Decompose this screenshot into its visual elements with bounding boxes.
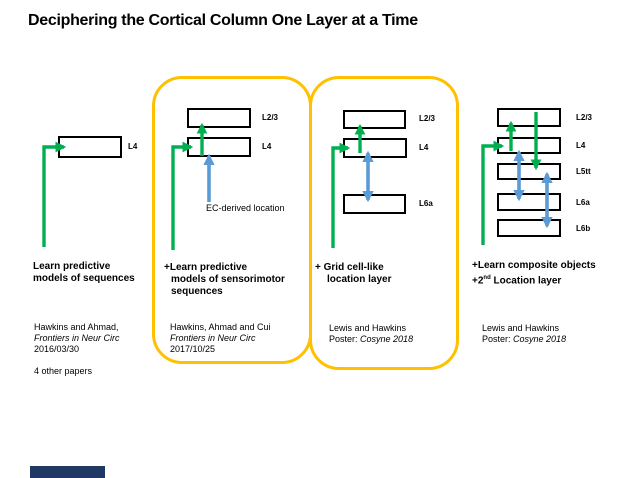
panel3-layer-box-l23 <box>343 110 406 129</box>
panel2-layer-box-l23 <box>187 108 251 128</box>
panel4-layer-box-l23 <box>497 108 561 127</box>
panel1-caption: Learn predictive models of sequences <box>33 261 135 285</box>
panel3-layer-label-l23: L2/3 <box>419 114 436 123</box>
panel2-caption-line: models of sensorimotor <box>171 274 285 285</box>
citation-journal: Frontiers in Neur Circ <box>34 333 120 343</box>
panel2-layer-box-l4 <box>187 137 251 157</box>
footer-logo-bar <box>30 466 105 478</box>
panel4-layer-label-l6b: L6b <box>576 224 591 233</box>
panel4-caption: +Learn composite objects +2nd Location l… <box>472 260 596 287</box>
citation-authors: Hawkins and Ahmad, <box>34 322 119 332</box>
panel2-citation: Hawkins, Ahmad and Cui Frontiers in Neur… <box>170 322 271 355</box>
panel3-layer-box-l4 <box>343 138 407 158</box>
panel3-highlight-border <box>309 76 459 370</box>
panel1-layer-box-l4 <box>58 136 122 158</box>
panel3-caption: + Grid cell-like location layer <box>315 262 391 286</box>
panel3-layer-label-l4: L4 <box>419 143 429 152</box>
panel1-feedforward-input-arrow <box>42 141 67 247</box>
citation-poster: Poster: Cosyne 2018 <box>329 334 414 344</box>
citation-authors: Lewis and Hawkins <box>329 323 407 333</box>
citation-poster: Poster: Cosyne 2018 <box>482 334 567 344</box>
panel2-layer-label-l23: L2/3 <box>262 113 279 122</box>
ordinal-superscript: nd <box>483 275 491 281</box>
panel3-layer-box-l6a <box>343 194 406 214</box>
panel4-citation: Lewis and Hawkins Poster: Cosyne 2018 <box>482 323 566 345</box>
panel4-layer-box-l4 <box>497 137 561 154</box>
panel2-layer-label-l4: L4 <box>262 142 272 151</box>
citation-authors: Hawkins, Ahmad and Cui <box>170 322 271 332</box>
panel1-citation: Hawkins and Ahmad, Frontiers in Neur Cir… <box>34 322 120 355</box>
panel4-layer-box-l6a <box>497 193 561 211</box>
panel4-layer-label-l5tt: L5tt <box>576 167 591 176</box>
panel4-caption-line: +Learn composite objects <box>472 260 596 271</box>
citation-date: 2016/03/30 <box>34 344 80 354</box>
panel4-layer-box-l6b <box>497 219 561 237</box>
panel2-caption-line: sequences <box>171 286 223 297</box>
panel1-layer-label-l4: L4 <box>128 142 138 151</box>
panel4-layer-label-l23: L2/3 <box>576 113 593 122</box>
panel3-caption-line: location layer <box>327 274 392 285</box>
panel4-layer-label-l4: L4 <box>576 141 586 150</box>
citation-date: 2017/10/25 <box>170 344 216 354</box>
panel4-layer-label-l6a: L6a <box>576 198 590 207</box>
panel3-caption-line: + Grid cell-like <box>315 262 384 273</box>
panel4-caption-line: +2nd Location layer <box>472 275 562 287</box>
panel3-layer-label-l6a: L6a <box>419 199 433 208</box>
panel1-note: 4 other papers <box>34 366 93 376</box>
slide-title: Deciphering the Cortical Column One Laye… <box>28 12 418 29</box>
citation-authors: Lewis and Hawkins <box>482 323 560 333</box>
panel2-caption: +Learn predictive models of sensorimotor… <box>164 262 285 298</box>
panel1-caption-line: Learn predictive <box>33 261 111 272</box>
ec-derived-location-label: EC-derived location <box>206 203 285 213</box>
panel4-layer-box-l5tt <box>497 163 561 180</box>
panel3-citation: Lewis and Hawkins Poster: Cosyne 2018 <box>329 323 413 345</box>
panel1-caption-line: models of sequences <box>33 273 135 284</box>
citation-journal: Frontiers in Neur Circ <box>170 333 256 343</box>
panel2-caption-line: +Learn predictive <box>164 262 248 273</box>
